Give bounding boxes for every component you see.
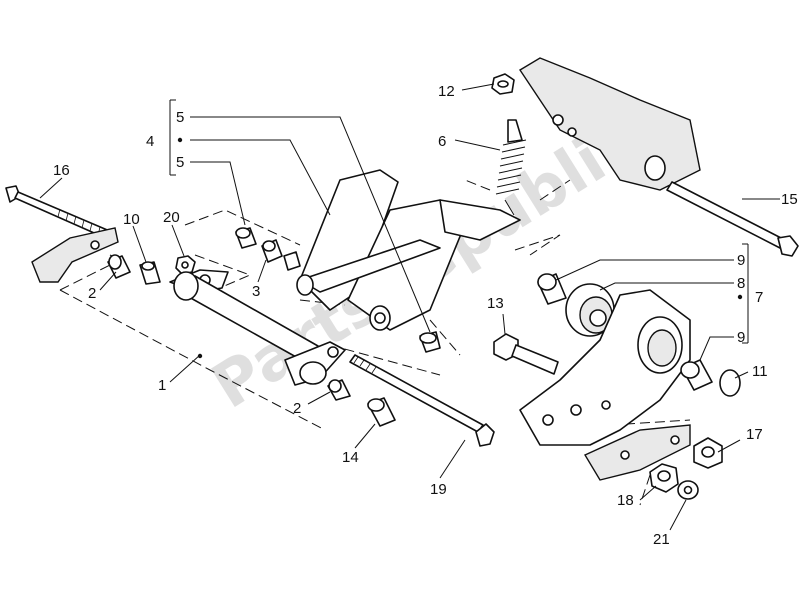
part-4-center-bracket [296, 169, 521, 331]
callout-6: 6 [438, 133, 446, 150]
callout-3: 3 [252, 283, 260, 300]
part-13-bolt [493, 333, 559, 375]
callout-5-top: 5 [176, 109, 184, 126]
part-6-spring [495, 119, 527, 216]
callout-leader-lines [39, 83, 780, 531]
callout-numbers: 16 10 20 2 1 2 3 14 19 5 4 5 12 6 15 9 8… [53, 83, 798, 548]
part-7-engine-link [519, 289, 691, 481]
part-15-bolt [666, 181, 799, 257]
callout-7: 7 [755, 289, 763, 306]
callout-15: 15 [781, 191, 798, 208]
part-14-bushing [367, 397, 396, 427]
callout-2-lower: 2 [293, 400, 301, 417]
part-5-bushing-lower [419, 331, 441, 353]
part-17-nut [693, 437, 723, 469]
callout-13: 13 [487, 295, 504, 312]
callout-21: 21 [653, 531, 670, 548]
callout-14: 14 [342, 449, 359, 466]
callout-18: 18 [617, 492, 634, 509]
callout-5-bottom: 5 [176, 154, 184, 171]
callout-2-left: 2 [88, 285, 96, 302]
part-11-circlip [719, 369, 741, 397]
frame-bracket-right [519, 57, 701, 191]
part-12-nut [491, 73, 515, 95]
part-9-bushing-lower [680, 359, 713, 391]
callout-1: 1 [158, 377, 166, 394]
callout-8: 8 [737, 275, 745, 292]
part-5-bushing-upper [235, 227, 257, 249]
callout-16: 16 [53, 162, 70, 179]
part-18-bolt [649, 463, 679, 493]
frame-bracket-left [31, 227, 119, 283]
part-8-bearing [565, 283, 615, 337]
part-19-bolt [349, 354, 495, 447]
callout-11: 11 [752, 363, 768, 380]
part-21-washer [677, 480, 699, 500]
part-9-bushing-upper [537, 273, 567, 305]
callout-9-top: 9 [737, 252, 745, 269]
part-10-spacer [139, 261, 161, 285]
part-1-swing-arm [169, 269, 346, 386]
callout-4: 4 [146, 133, 154, 150]
callout-20: 20 [163, 209, 180, 226]
callout-19: 19 [430, 481, 447, 498]
callout-9-bottom: 9 [737, 329, 745, 346]
part-2-bushing-left [107, 254, 131, 279]
part-2-bushing-lower [327, 379, 351, 401]
part-20-nut [175, 255, 196, 275]
callout-10: 10 [123, 211, 140, 228]
assembly-dots [177, 137, 743, 359]
callout-12: 12 [438, 83, 455, 100]
part-3-bushing [261, 239, 301, 271]
callout-17: 17 [746, 426, 763, 443]
